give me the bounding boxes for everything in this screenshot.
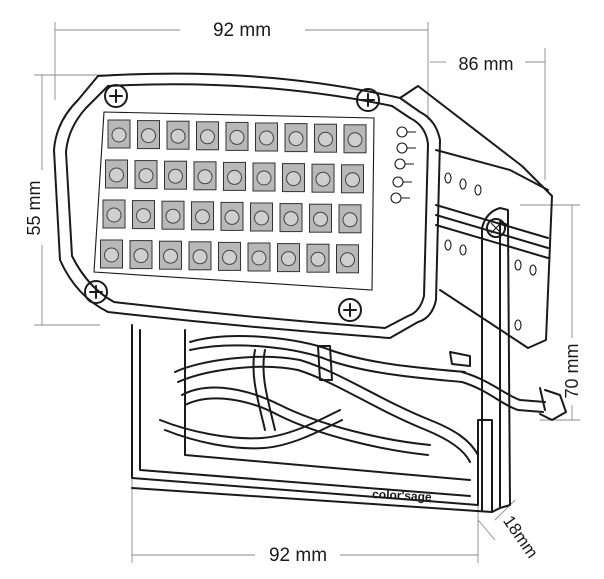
screw-top-left xyxy=(104,84,128,108)
led-lens xyxy=(286,171,301,187)
led-lens xyxy=(227,169,242,185)
led-lens xyxy=(106,207,122,223)
led-grid xyxy=(100,119,367,274)
led-lens xyxy=(192,249,208,265)
led-lens xyxy=(288,131,304,147)
screw-bottom-right xyxy=(338,298,362,322)
led-lens xyxy=(313,211,328,227)
indicator-lights xyxy=(390,126,416,204)
led-lens xyxy=(138,168,154,184)
dim-bracket-height: 70 mm xyxy=(562,343,582,398)
brand-logo: color'sage xyxy=(372,487,433,504)
led-lens xyxy=(345,172,360,188)
led-lens xyxy=(197,169,213,185)
led-lens xyxy=(104,247,119,263)
led-lens xyxy=(281,251,296,267)
led-lens xyxy=(133,248,149,264)
led-lens xyxy=(109,167,124,183)
led-lens xyxy=(111,127,127,143)
dim-bracket-width: 92 mm xyxy=(269,545,327,566)
led-bezel xyxy=(93,111,375,291)
led-lens xyxy=(315,171,331,187)
led-lens xyxy=(259,130,274,146)
dim-depth: 86 mm xyxy=(458,54,513,74)
led-lens xyxy=(251,250,267,266)
led-lens xyxy=(222,249,237,265)
dim-bracket-thickness: 18mm xyxy=(499,512,542,562)
led-lens xyxy=(170,128,186,144)
led-lens xyxy=(229,129,245,145)
mounting-bracket xyxy=(131,207,511,513)
led-lens xyxy=(200,129,215,145)
dim-top-width: 92 mm xyxy=(213,20,271,41)
led-lens xyxy=(347,132,363,148)
front-panel xyxy=(53,72,441,339)
led-lens xyxy=(163,248,178,264)
dimension-lines xyxy=(34,22,580,563)
power-cable xyxy=(159,335,567,463)
led-lens xyxy=(310,251,326,267)
led-lens xyxy=(165,208,181,224)
led-lens xyxy=(318,131,333,147)
led-lens xyxy=(195,209,210,225)
led-lens xyxy=(340,252,355,268)
led-lens xyxy=(254,210,269,226)
led-lens xyxy=(256,170,272,186)
led-lens xyxy=(141,128,156,144)
led-lens xyxy=(283,211,299,227)
led-lens xyxy=(136,208,151,224)
screw-top-right xyxy=(356,88,380,112)
housing-body xyxy=(399,85,553,349)
led-lens xyxy=(224,209,240,225)
led-lens xyxy=(168,168,183,184)
screw-bottom-left xyxy=(84,280,108,304)
dim-front-height: 55 mm xyxy=(24,180,44,235)
led-lens xyxy=(342,212,358,228)
